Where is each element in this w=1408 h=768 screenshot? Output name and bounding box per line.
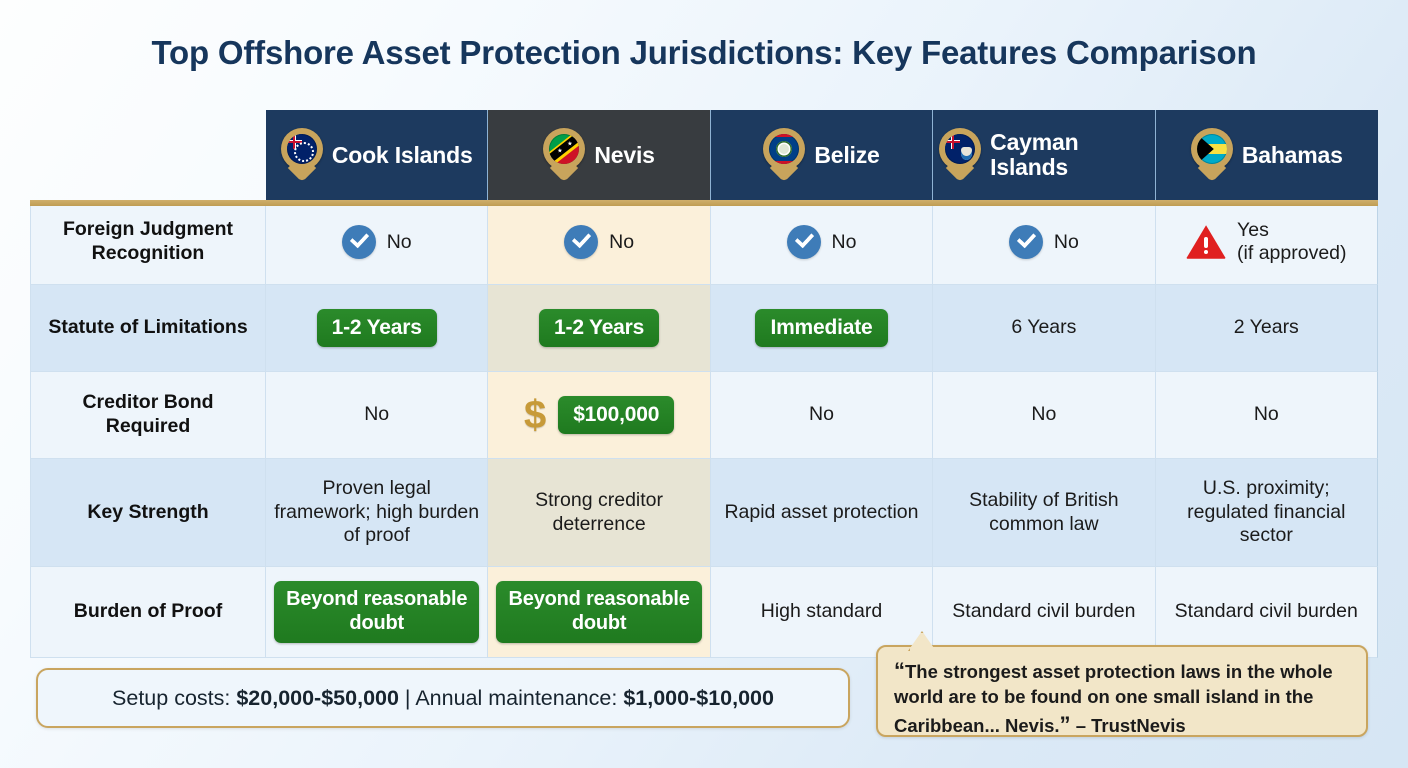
table-row: Foreign Judgment Recognition No No [30, 200, 1378, 285]
column-header-nevis[interactable]: Nevis [488, 110, 711, 200]
cell-cook-islands: Proven legal framework; high burden of p… [266, 459, 489, 567]
cell-nevis: $ $100,000 [488, 372, 711, 459]
cell-nevis: Strong creditor deterrence [488, 459, 711, 567]
comparison-table: Cook Islands Nevis [30, 110, 1378, 658]
cost-summary-text: Setup costs: $20,000-$50,000 | Annual ma… [112, 686, 774, 711]
cell-bahamas: U.S. proximity; regulated financial sect… [1155, 459, 1378, 567]
cell-value: No [386, 230, 412, 253]
table-row: Statute of Limitations 1-2 Years 1-2 Yea… [30, 285, 1378, 372]
cell-value: Yes (if approved) [1237, 219, 1347, 264]
table-body: Foreign Judgment Recognition No No [30, 200, 1378, 658]
cell-value: No [1053, 230, 1079, 253]
quote-callout: “The strongest asset protection laws in … [876, 645, 1368, 737]
row-label: Burden of Proof [30, 567, 266, 658]
cell-belize: No [710, 200, 934, 285]
check-circle-icon [786, 225, 821, 259]
check-circle-icon [564, 225, 599, 259]
cell-badge: Beyond reasonable doubt [496, 581, 702, 643]
column-header-label: Bahamas [1241, 141, 1343, 168]
column-header-cook-islands[interactable]: Cook Islands [266, 110, 489, 200]
cell-cayman-islands: 6 Years [933, 285, 1156, 372]
header-gold-divider [30, 200, 1378, 206]
cell-value: No [831, 230, 857, 253]
cell-cook-islands: 1-2 Years [266, 285, 489, 372]
cell-badge: Beyond reasonable doubt [274, 581, 480, 643]
cayman-islands-flag-pin-icon [939, 128, 982, 183]
row-label: Key Strength [30, 459, 266, 567]
cell-belize: Rapid asset protection [710, 459, 934, 567]
cost-separator: | [404, 685, 411, 710]
cell-bahamas: No [1155, 372, 1378, 459]
cell-nevis: 1-2 Years [488, 285, 711, 372]
cell-cayman-islands: No [933, 200, 1156, 285]
cell-belize: Immediate [710, 285, 934, 372]
bahamas-flag-pin-icon [1190, 128, 1233, 183]
table-row: Key Strength Proven legal framework; hig… [30, 459, 1378, 567]
column-header-bahamas[interactable]: Bahamas [1155, 110, 1378, 200]
cell-belize: High standard [710, 567, 934, 658]
row-label: Creditor Bond Required [30, 372, 266, 459]
table-row: Burden of Proof Beyond reasonable doubt … [30, 567, 1378, 658]
setup-cost-value: $20,000-$50,000 [236, 685, 399, 710]
cell-badge: 1-2 Years [539, 308, 660, 348]
annual-cost-label: Annual maintenance: [415, 685, 618, 710]
cook-islands-flag-pin-icon [280, 128, 323, 183]
cell-value: No [609, 230, 635, 253]
belize-flag-pin-icon [763, 128, 806, 183]
header-row: Cook Islands Nevis [30, 110, 1378, 200]
cell-cook-islands: Beyond reasonable doubt [266, 567, 489, 658]
cell-cayman-islands: No [933, 372, 1156, 459]
setup-cost-label: Setup costs: [112, 685, 231, 710]
check-circle-icon [1008, 225, 1043, 259]
quote-open-mark: “ [894, 658, 905, 683]
cell-bahamas: Yes (if approved) [1155, 200, 1378, 285]
cell-cook-islands: No [266, 200, 489, 285]
comparison-table-wrapper: Cook Islands Nevis [30, 110, 1378, 658]
column-header-cayman-islands[interactable]: Cayman Islands [933, 110, 1156, 200]
quote-attribution: – TrustNevis [1075, 715, 1186, 737]
cell-nevis: Beyond reasonable doubt [488, 567, 711, 658]
check-circle-icon [341, 225, 376, 259]
row-label: Statute of Limitations [30, 285, 266, 372]
column-header-label: Nevis [594, 141, 655, 168]
cell-badge: 1-2 Years [316, 308, 437, 348]
cell-nevis: No [488, 200, 711, 285]
row-label: Foreign Judgment Recognition [30, 200, 266, 285]
header-corner-cell [30, 110, 266, 200]
warning-triangle-icon [1186, 225, 1227, 260]
quote-close-mark: ” [1059, 712, 1071, 738]
quote-callout-text: “The strongest asset protection laws in … [894, 656, 1352, 740]
column-header-belize[interactable]: Belize [710, 110, 934, 200]
column-header-label: Belize [814, 141, 880, 168]
cell-badge: $100,000 [558, 395, 675, 435]
cell-cook-islands: No [266, 372, 489, 459]
page-title: Top Offshore Asset Protection Jurisdicti… [151, 34, 1257, 71]
column-header-label: Cayman Islands [990, 129, 1079, 180]
quote-body: The strongest asset protection laws in t… [894, 661, 1333, 737]
table-header: Cook Islands Nevis [30, 110, 1378, 200]
dollar-sign-icon: $ [523, 393, 547, 437]
nevis-flag-pin-icon [543, 128, 586, 183]
cost-summary-bar: Setup costs: $20,000-$50,000 | Annual ma… [36, 668, 850, 728]
cell-belize: No [710, 372, 934, 459]
cell-bahamas: Standard civil burden [1155, 567, 1378, 658]
column-header-label: Cook Islands [331, 141, 473, 168]
cell-badge: Immediate [755, 308, 888, 348]
annual-cost-value: $1,000-$10,000 [623, 685, 774, 710]
cell-bahamas: 2 Years [1155, 285, 1378, 372]
cell-cayman-islands: Stability of British common law [933, 459, 1156, 567]
table-row: Creditor Bond Required No $ $100,000 No … [30, 372, 1378, 459]
cell-cayman-islands: Standard civil burden [933, 567, 1156, 658]
